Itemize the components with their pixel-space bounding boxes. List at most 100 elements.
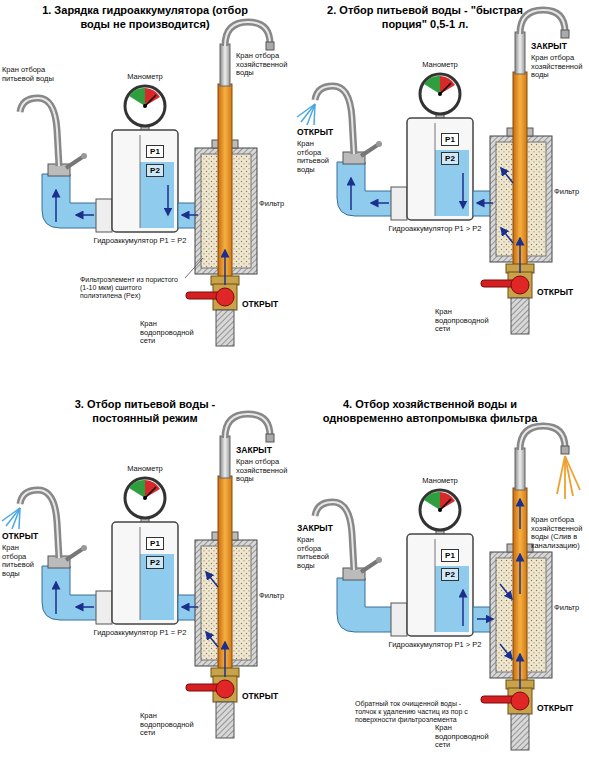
flow-arrow xyxy=(477,202,493,204)
pressure-box: P1 xyxy=(441,133,459,146)
jet-stream xyxy=(557,456,565,494)
part-label: Кран отбора хозяйственной воды (Слив в к… xyxy=(531,516,587,551)
valve-state: ОТКРЫТ xyxy=(242,300,287,309)
part-label: Кран отбора питьевой воды xyxy=(297,536,337,571)
leader-line xyxy=(185,258,203,278)
part-label: Гидроаккумулятор P1 > P2 xyxy=(375,225,495,234)
gauge-label: Манометр xyxy=(405,61,475,70)
flow-arrow xyxy=(55,582,57,614)
flow-arrow xyxy=(350,178,352,210)
valve-state: ЗАКРЫТ xyxy=(531,42,581,51)
flow-arrows xyxy=(463,456,580,689)
part-label: Кран отбора хозяйственной воды xyxy=(236,52,290,78)
flow-arrow xyxy=(519,499,521,529)
jet-stream xyxy=(565,456,580,490)
valve-state: ОТКРЫТ xyxy=(297,128,347,137)
part-label: Кран водопроводной сети xyxy=(435,724,505,750)
flow-arrow xyxy=(519,554,521,594)
pressure-label: P1 xyxy=(442,134,458,145)
valve-state: ОТКРЫТ xyxy=(537,704,582,713)
valve-state: ОТКРЫТ xyxy=(242,692,287,701)
part-label: Кран отбора хозяйственной воды xyxy=(236,458,290,484)
jet-stream xyxy=(19,508,20,529)
flow-arrow xyxy=(500,584,512,599)
flow-arrow xyxy=(519,238,521,273)
flow-arrow xyxy=(76,606,94,608)
flow-arrow xyxy=(371,202,389,204)
flow-arrows xyxy=(2,508,225,677)
flow-arrow xyxy=(206,572,218,587)
panel-title: 3. Отбор питьевой воды - постоянный режи… xyxy=(40,398,250,426)
part-label: Кран отбора хозяйственной воды xyxy=(531,54,585,80)
pressure-label: P2 xyxy=(147,557,163,568)
flow-arrows xyxy=(56,185,225,285)
gauge-label: Манометр xyxy=(110,465,180,474)
pressure-box: P1 xyxy=(441,549,459,562)
part-label: Гидроаккумулятор P1 = P2 xyxy=(80,629,200,638)
part-label: Гидроаккумулятор P1 = P2 xyxy=(80,237,200,246)
part-label: Кран отбора питьевой воды xyxy=(2,66,72,83)
flow-arrow xyxy=(501,228,513,243)
filter-unit xyxy=(20,414,274,738)
gauge-label: Манометр xyxy=(405,477,475,486)
panel-title: 2. Отбор питьевой воды - "быстрая порция… xyxy=(325,4,525,32)
part-label: Кран отбора питьевой воды xyxy=(297,140,337,175)
pressure-box: P2 xyxy=(146,556,164,569)
valve-state: ОТКРЫТ xyxy=(2,532,52,541)
drain-jet xyxy=(557,456,580,499)
filter-unit xyxy=(315,426,569,750)
pressure-label: P2 xyxy=(442,153,458,164)
flow-arrow xyxy=(224,642,226,677)
flow-arrow xyxy=(477,618,493,620)
part-label: Фильтр xyxy=(554,188,588,197)
flow-arrow xyxy=(500,644,512,659)
flow-arrow xyxy=(167,185,169,215)
flow-arrow xyxy=(501,168,513,183)
part-label: Кран водопроводной сети xyxy=(140,320,210,346)
part-label: Фильтроэлемент из пористого (1-10 мкм) с… xyxy=(80,276,185,300)
filter-unit xyxy=(315,10,569,334)
flow-arrow xyxy=(55,190,57,222)
pressure-box: P2 xyxy=(441,152,459,165)
panel-title: 1. Зарядка гидроаккумулятора (отбор воды… xyxy=(40,4,250,32)
part-label: Фильтр xyxy=(259,200,293,209)
water-jet xyxy=(2,508,20,529)
pressure-label: P1 xyxy=(147,146,163,157)
pressure-box: P1 xyxy=(146,537,164,550)
valve-state: ОТКРЫТ xyxy=(537,288,582,297)
pressure-label: P1 xyxy=(147,538,163,549)
valve-state: ЗАКРЫТ xyxy=(297,524,347,533)
jet-stream xyxy=(297,104,315,117)
flow-arrow xyxy=(224,250,226,285)
flow-arrow xyxy=(76,214,94,216)
part-label: Фильтр xyxy=(259,592,293,601)
pressure-label: P1 xyxy=(442,550,458,561)
valve-state: ЗАКРЫТ xyxy=(236,446,286,455)
filter-unit xyxy=(20,22,274,346)
jet-stream xyxy=(314,104,315,125)
part-label: Кран водопроводной сети xyxy=(435,308,505,334)
pressure-label: P2 xyxy=(147,165,163,176)
pressure-label: P2 xyxy=(442,569,458,580)
jet-stream xyxy=(2,508,20,521)
flow-arrow xyxy=(462,590,464,626)
pressure-box: P2 xyxy=(441,568,459,581)
part-label: Гидроаккумулятор P1 > P2 xyxy=(375,641,495,650)
water-jet xyxy=(297,104,315,125)
part-label: Обратный ток очищенной воды - толчок к у… xyxy=(355,700,479,724)
pressure-box: P1 xyxy=(146,145,164,158)
flow-arrow xyxy=(182,214,198,216)
gauge-label: Манометр xyxy=(110,73,180,82)
panel-title: 4. Отбор хозяйственной воды и одновремен… xyxy=(305,398,555,426)
part-label: Кран водопроводной сети xyxy=(140,712,210,738)
part-label: Фильтр xyxy=(554,604,588,613)
part-label: Кран отбора питьевой воды xyxy=(2,544,42,579)
flow-arrow xyxy=(519,654,521,689)
flow-arrow xyxy=(182,606,198,608)
jet-stream xyxy=(565,456,573,496)
pressure-box: P2 xyxy=(146,164,164,177)
flow-arrow xyxy=(206,632,218,647)
